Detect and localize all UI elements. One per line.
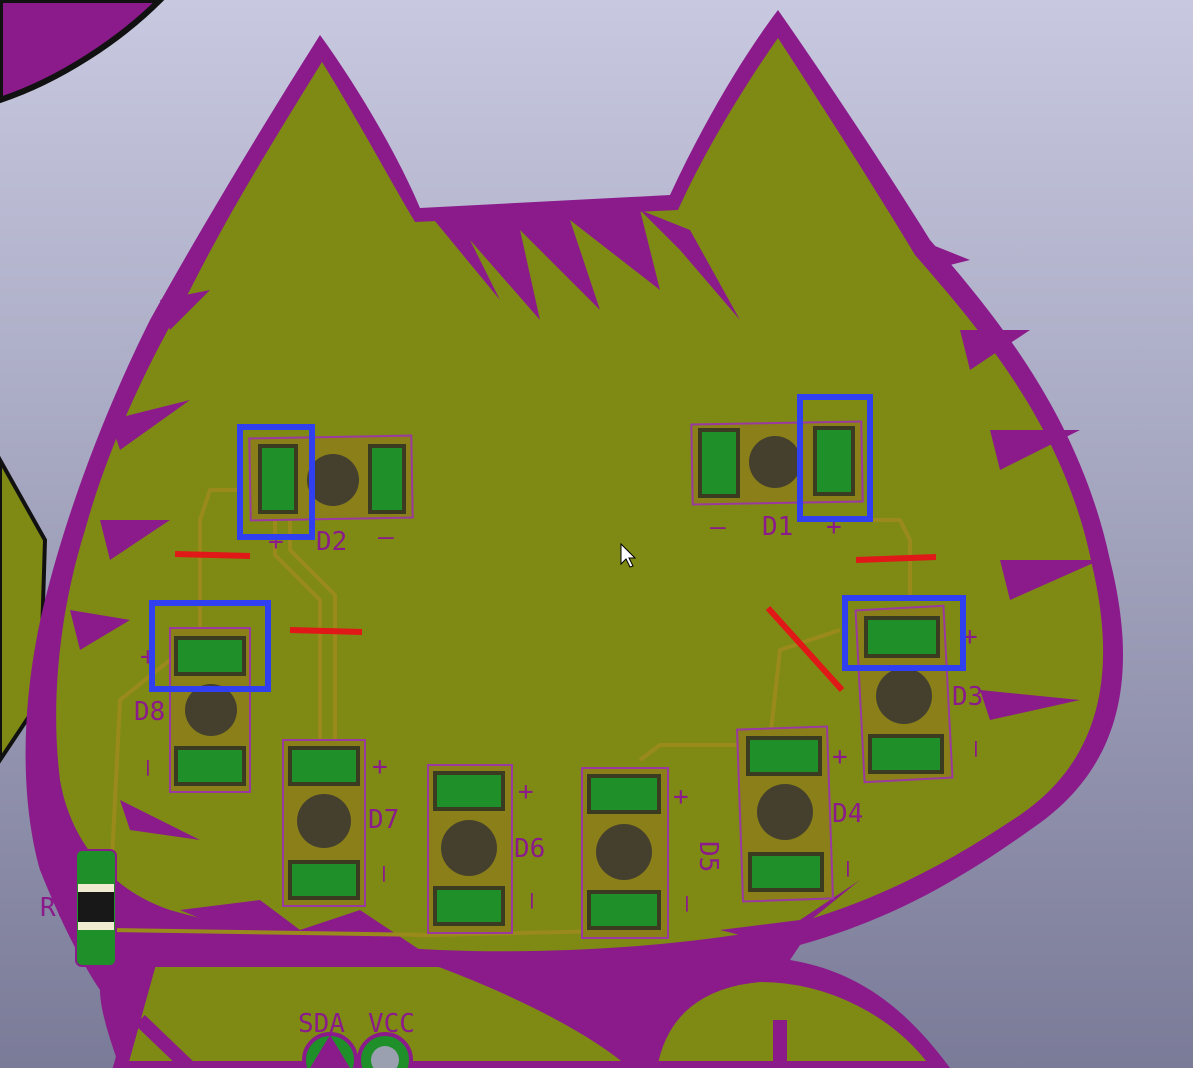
- component-d2[interactable]: D2 + –: [248, 434, 414, 557]
- selection-box-d8-pad: [149, 600, 271, 692]
- drc-markers: [174, 551, 937, 693]
- d6-minus-label: –: [518, 893, 548, 909]
- component-d7[interactable]: D7 + –: [282, 739, 400, 907]
- r1-ref-label: R1: [40, 893, 71, 923]
- component-d1[interactable]: D1 – +: [690, 420, 864, 542]
- component-d5[interactable]: D5 + –: [581, 767, 723, 939]
- adjacent-board-top: [0, 0, 165, 104]
- d8-minus-label: –: [134, 760, 164, 776]
- component-r1[interactable]: R1: [40, 849, 117, 967]
- d3-minus-label: –: [962, 741, 992, 757]
- d1-minus-label: –: [710, 512, 726, 542]
- component-d6[interactable]: D6 + –: [427, 764, 548, 934]
- d7-minus-label: –: [370, 866, 400, 882]
- d2-ref-label: D2: [316, 527, 347, 557]
- d6-plus-label: +: [518, 777, 534, 807]
- component-d3[interactable]: D3 + –: [854, 604, 992, 784]
- d2-plus-label: +: [268, 527, 284, 557]
- d4-plus-label: +: [832, 742, 848, 772]
- drc-marker: [765, 605, 845, 693]
- d1-ref-label: D1: [762, 512, 793, 542]
- paw-line: [135, 1014, 195, 1068]
- d5-ref-label: D5: [693, 841, 723, 872]
- d5-plus-label: +: [673, 782, 689, 812]
- d2-minus-label: –: [378, 522, 394, 552]
- sda-pin-label: SDA: [298, 1009, 345, 1039]
- d7-plus-label: +: [372, 752, 388, 782]
- component-d4[interactable]: D4 + –: [735, 725, 864, 903]
- d4-minus-label: –: [834, 861, 864, 877]
- d3-ref-label: D3: [952, 682, 983, 712]
- board-lower-body: [112, 953, 651, 1068]
- mouse-pointer-icon: [620, 542, 637, 568]
- vcc-pin-label: VCC: [368, 1009, 415, 1039]
- drc-marker: [855, 554, 937, 563]
- connector-header[interactable]: SDA VCC: [298, 1009, 415, 1068]
- board-copper-fill: [56, 38, 1104, 952]
- d4-ref-label: D4: [832, 799, 863, 829]
- drc-marker: [289, 627, 363, 635]
- board-paw-right: [642, 967, 949, 1068]
- d5-minus-label: –: [673, 896, 703, 912]
- d7-ref-label: D7: [368, 805, 399, 835]
- selection-highlights: [149, 394, 966, 692]
- d8-ref-label: D8: [134, 697, 165, 727]
- selection-box-d1-pad: [797, 394, 873, 522]
- d6-ref-label: D6: [514, 834, 545, 864]
- drc-marker: [174, 551, 251, 559]
- silkscreen-fur: [70, 210, 1100, 960]
- selection-box-d3-pad: [842, 595, 966, 671]
- selection-box-d2-pad: [237, 424, 315, 540]
